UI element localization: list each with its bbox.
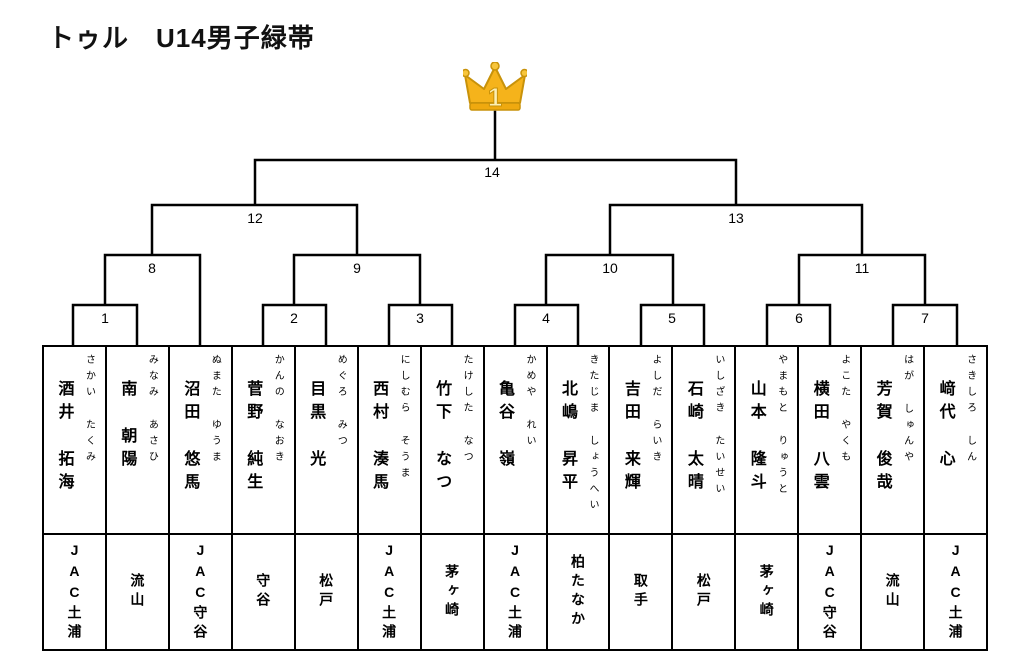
match-label-2: 2	[288, 310, 300, 326]
team-name: 松戸	[695, 573, 712, 611]
team-name: 流山	[129, 573, 146, 611]
player-furigana: かんの なおき	[272, 354, 284, 467]
team-cell: JAC土浦	[485, 535, 548, 649]
player-cell: かんの なおき 菅野 純生	[233, 347, 296, 533]
match-label-1: 1	[99, 310, 111, 326]
player-name: 﨑代 心	[936, 380, 954, 473]
match-label-4: 4	[540, 310, 552, 326]
team-name: 茅ヶ崎	[758, 563, 775, 621]
player-furigana: きたじま しょうへい	[586, 354, 598, 515]
team-name: 茅ヶ崎	[444, 563, 461, 621]
player-name: 亀谷 嶺	[496, 380, 514, 473]
player-name: 芳賀 俊哉	[873, 380, 891, 496]
player-cell: いしざき たいせい 石崎 太晴	[673, 347, 737, 533]
players-table: さかい たくみ 酒井 拓海 みなみ あさひ 南 朝陽 ぬまた ゆうま 沼田 悠馬…	[42, 345, 988, 651]
match-label-11: 11	[852, 260, 872, 276]
player-cell: にしむら そうま 西村 湊馬	[359, 347, 422, 533]
player-furigana: みなみ あさひ	[146, 354, 158, 467]
match-label-9: 9	[351, 260, 363, 276]
team-cell: 流山	[862, 535, 926, 649]
match-label-12: 12	[245, 210, 265, 226]
match-label-13: 13	[726, 210, 746, 226]
player-name: 酒井 拓海	[55, 380, 73, 496]
team-cell: JAC土浦	[44, 535, 107, 649]
player-furigana: いしざき たいせい	[712, 354, 724, 499]
player-cell: きたじま しょうへい 北嶋 昇平	[548, 347, 611, 533]
match-label-10: 10	[600, 260, 620, 276]
team-name: JAC土浦	[66, 541, 83, 643]
player-cell: さかい たくみ 酒井 拓海	[44, 347, 107, 533]
team-name: 流山	[884, 573, 901, 611]
team-cell: 茅ヶ崎	[422, 535, 485, 649]
player-name: 南 朝陽	[118, 380, 136, 473]
player-furigana: にしむら そうま	[398, 354, 410, 483]
match-label-6: 6	[793, 310, 805, 326]
player-cell: たけした なつ 竹下 なつ	[422, 347, 485, 533]
player-name: 西村 湊馬	[370, 380, 388, 496]
team-cell: JAC守谷	[799, 535, 863, 649]
team-name: JAC守谷	[821, 541, 838, 643]
player-name: 菅野 純生	[244, 380, 262, 496]
team-name: 守谷	[255, 573, 272, 611]
player-furigana: よこた やくも	[838, 354, 850, 467]
player-furigana: かめや れい	[524, 354, 536, 451]
team-cell: 茅ヶ崎	[736, 535, 800, 649]
match-label-8: 8	[146, 260, 158, 276]
player-name: 石崎 太晴	[684, 380, 702, 496]
player-furigana: さきしろ しん	[964, 354, 976, 467]
team-cell: JAC土浦	[925, 535, 986, 649]
player-furigana: めぐろ みつ	[335, 354, 347, 451]
player-cell: ぬまた ゆうま 沼田 悠馬	[170, 347, 233, 533]
player-cell: かめや れい 亀谷 嶺	[485, 347, 548, 533]
team-cell: 松戸	[296, 535, 359, 649]
team-cell: JAC土浦	[359, 535, 422, 649]
match-label-7: 7	[919, 310, 931, 326]
team-cell: JAC守谷	[170, 535, 233, 649]
match-label-3: 3	[414, 310, 426, 326]
player-name: 横田 八雲	[810, 380, 828, 496]
player-name: 北嶋 昇平	[558, 380, 576, 496]
team-name: JAC土浦	[507, 541, 524, 643]
player-name: 竹下 なつ	[433, 380, 451, 496]
champion-crown-icon: 1	[461, 61, 529, 116]
team-cell: 守谷	[233, 535, 296, 649]
teams-row: JAC土浦 流山 JAC守谷 守谷 松戸 JAC土浦 茅ヶ崎 JAC土浦	[44, 535, 986, 649]
match-label-5: 5	[666, 310, 678, 326]
player-cell: よしだ らいき 吉田 来輝	[610, 347, 674, 533]
player-name: 目黒 光	[307, 380, 325, 473]
team-cell: 松戸	[673, 535, 737, 649]
team-name: JAC土浦	[381, 541, 398, 643]
player-furigana: よしだ らいき	[649, 354, 661, 467]
team-name: JAC土浦	[947, 541, 964, 643]
player-cell: よこた やくも 横田 八雲	[799, 347, 863, 533]
match-label-14: 14	[482, 164, 502, 180]
player-furigana: はが しゅんや	[901, 354, 913, 467]
team-cell: 流山	[107, 535, 170, 649]
crown-graphic: 1	[461, 61, 529, 113]
player-name: 吉田 来輝	[621, 380, 639, 496]
player-furigana: たけした なつ	[461, 354, 473, 467]
team-cell: 取手	[610, 535, 674, 649]
player-cell: はが しゅんや 芳賀 俊哉	[862, 347, 926, 533]
page-title: トゥル U14男子緑帯	[48, 23, 315, 53]
player-furigana: ぬまた ゆうま	[209, 354, 221, 467]
player-name: 沼田 悠馬	[181, 380, 199, 496]
player-cell: やまもと りゅうと 山本 隆斗	[736, 347, 800, 533]
player-cell: めぐろ みつ 目黒 光	[296, 347, 359, 533]
team-name: 取手	[632, 573, 649, 611]
team-cell: 柏たなか	[548, 535, 611, 649]
player-cell: みなみ あさひ 南 朝陽	[107, 347, 170, 533]
team-name: 柏たなか	[569, 554, 586, 630]
player-furigana: さかい たくみ	[83, 354, 95, 467]
player-cell: さきしろ しん 﨑代 心	[925, 347, 986, 533]
player-name: 山本 隆斗	[747, 380, 765, 496]
player-furigana: やまもと りゅうと	[775, 354, 787, 499]
team-name: JAC守谷	[192, 541, 209, 643]
champion-seed-number: 1	[488, 82, 502, 112]
names-row: さかい たくみ 酒井 拓海 みなみ あさひ 南 朝陽 ぬまた ゆうま 沼田 悠馬…	[44, 347, 986, 535]
team-name: 松戸	[318, 573, 335, 611]
